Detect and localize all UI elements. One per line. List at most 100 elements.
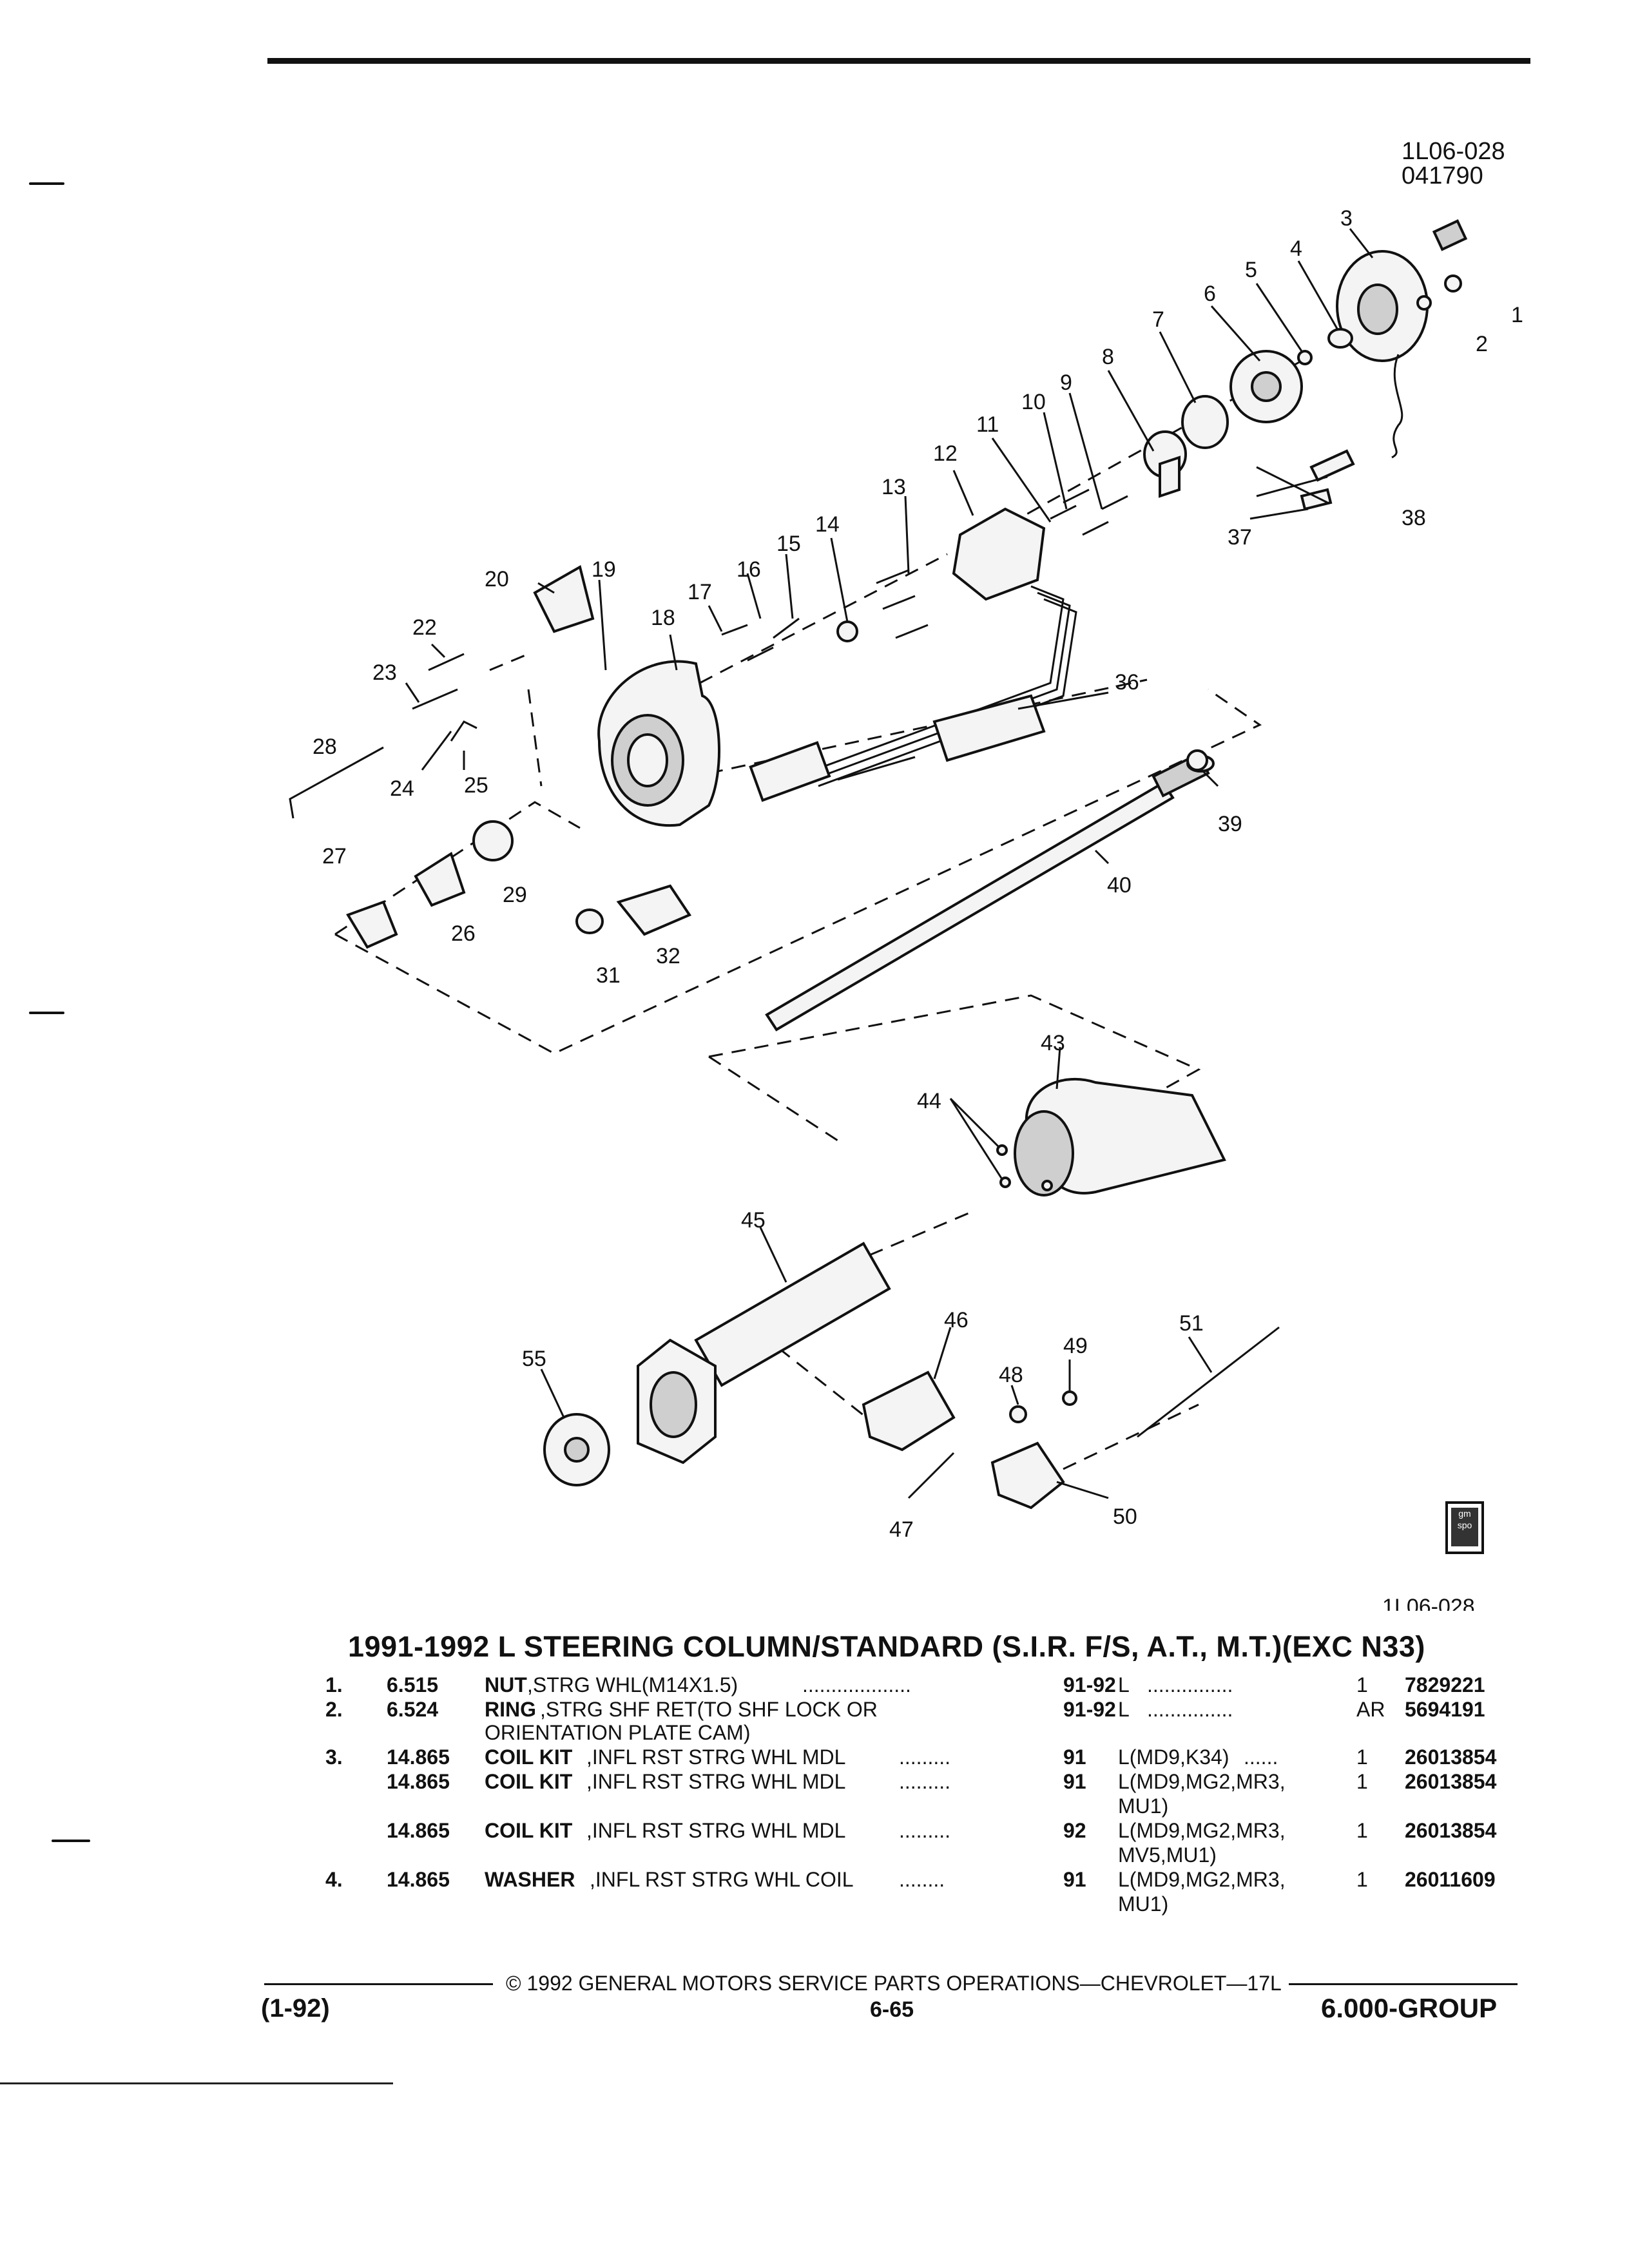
page-number: 6-65: [870, 1997, 914, 2022]
item-number: 4.: [325, 1868, 343, 1891]
model-years: 91-92: [1063, 1673, 1116, 1696]
group-number: 6.515: [387, 1673, 439, 1696]
callout-23: 23: [372, 660, 397, 685]
part-description: ORIENTATION PLATE CAM): [485, 1721, 751, 1744]
callout-7: 7: [1152, 307, 1164, 332]
part-number: 26011609: [1405, 1868, 1496, 1891]
callout-10: 10: [1021, 390, 1046, 414]
model-years: 91: [1063, 1745, 1086, 1769]
part-description: ,INFL RST STRG WHL MDL: [586, 1770, 846, 1793]
callout-49: 49: [1063, 1334, 1088, 1358]
part-number: 7829221: [1405, 1673, 1485, 1696]
callout-44: 44: [917, 1089, 941, 1113]
callout-6: 6: [1204, 282, 1216, 306]
part-description: ,STRG WHL(M14X1.5): [527, 1673, 738, 1696]
callout-8: 8: [1102, 345, 1114, 369]
part-name: COIL KIT: [485, 1819, 573, 1842]
usage: MU1): [1118, 1892, 1169, 1916]
figure-ref-label: 1L06-028: [1382, 1595, 1475, 1611]
callout-12: 12: [933, 441, 958, 466]
part-number: 26013854: [1405, 1819, 1497, 1842]
quantity: 1: [1356, 1673, 1368, 1696]
callout-39: 39: [1218, 812, 1242, 836]
parts-list-title: 1991-1992 L STEERING COLUMN/STANDARD (S.…: [348, 1630, 1425, 1663]
quantity: 1: [1356, 1745, 1368, 1769]
leader-dots: .........: [899, 1770, 951, 1793]
leader-dots: .........: [899, 1819, 951, 1842]
part-number: 5694191: [1405, 1698, 1485, 1721]
part-description: ,INFL RST STRG WHL COIL: [590, 1868, 854, 1891]
model-years: 91: [1063, 1868, 1086, 1891]
callout-29: 29: [503, 883, 527, 907]
cam-gear: [1143, 350, 1303, 478]
jacket: [1014, 1077, 1226, 1196]
leader-dots: ...................: [802, 1673, 911, 1696]
callout-5: 5: [1245, 258, 1257, 282]
usage: L: [1118, 1673, 1130, 1696]
quantity: 1: [1356, 1868, 1368, 1891]
callout-3: 3: [1340, 206, 1353, 231]
callout-13: 13: [882, 475, 906, 499]
housing: [597, 660, 720, 827]
callout-48: 48: [999, 1363, 1023, 1387]
small-parts: [721, 274, 1462, 1191]
callout-38: 38: [1402, 506, 1426, 530]
quantity: 1: [1356, 1770, 1368, 1793]
margin-mark: [52, 1840, 90, 1842]
callout-19: 19: [592, 557, 616, 582]
group-number: 14.865: [387, 1819, 450, 1842]
callout-40: 40: [1107, 873, 1132, 898]
leader-dots: .........: [899, 1745, 951, 1769]
callout-55: 55: [522, 1347, 546, 1371]
part-description: ,STRG SHF RET(TO SHF LOCK OR: [540, 1698, 878, 1721]
model-years: 91-92: [1063, 1698, 1116, 1721]
lock-parts: [289, 564, 691, 949]
callout-31: 31: [596, 963, 621, 988]
usage-dots: ...............: [1147, 1698, 1233, 1721]
item-number: 3.: [325, 1745, 343, 1769]
quantity: 1: [1356, 1819, 1368, 1842]
usage-dots: ...............: [1147, 1673, 1233, 1696]
callout-36: 36: [1115, 670, 1139, 695]
callout-labels: 1 2 3 4 5 6 7 8 9 10 11 12 13 14 15 16 1…: [313, 206, 1523, 1611]
callout-22: 22: [412, 615, 437, 640]
usage-dots: ......: [1244, 1745, 1278, 1769]
callout-16: 16: [737, 557, 761, 582]
usage: L: [1118, 1698, 1130, 1721]
callout-47: 47: [889, 1517, 914, 1542]
callout-15: 15: [776, 532, 801, 556]
lock-bracket: [862, 1326, 1280, 1510]
callout-50: 50: [1113, 1504, 1137, 1529]
quantity: AR: [1356, 1698, 1385, 1721]
part-name: RING: [485, 1698, 536, 1721]
callout-11: 11: [976, 412, 999, 437]
steering-shaft: [765, 752, 1215, 1032]
logo-text: gm spo: [1451, 1508, 1478, 1546]
callout-27: 27: [322, 844, 347, 869]
part-number: 26013854: [1405, 1745, 1497, 1769]
exploded-view-diagram: 1 2 3 4 5 6 7 8 9 10 11 12 13 14 15 16 1…: [289, 206, 1523, 1611]
gm-spo-logo: gm spo: [1445, 1501, 1484, 1554]
callout-14: 14: [815, 512, 840, 537]
callout-25: 25: [464, 773, 488, 798]
group-number: 6.524: [387, 1698, 439, 1721]
footer-rule-right: [1289, 1983, 1518, 1985]
usage: MU1): [1118, 1794, 1169, 1818]
callout-28: 28: [313, 735, 337, 759]
group-number: 14.865: [387, 1770, 450, 1793]
column-tube: [543, 1242, 891, 1486]
diagram-ref-code: 1L06-028: [1402, 138, 1505, 165]
usage: L(MD9,MG2,MR3,: [1118, 1868, 1286, 1891]
usage: L(MD9,MG2,MR3,: [1118, 1819, 1286, 1842]
callout-2: 2: [1476, 332, 1488, 356]
part-name: NUT: [485, 1673, 527, 1696]
group-label: 6.000-GROUP: [1321, 1993, 1498, 2023]
leader-lines: [405, 228, 1374, 1499]
callout-46: 46: [944, 1308, 969, 1332]
part-name: COIL KIT: [485, 1745, 573, 1769]
leader-dots: ........: [899, 1868, 945, 1891]
part-name: COIL KIT: [485, 1770, 573, 1793]
diagram-ref-date: 041790: [1402, 162, 1483, 189]
callout-26: 26: [451, 921, 476, 946]
callout-18: 18: [651, 606, 675, 630]
